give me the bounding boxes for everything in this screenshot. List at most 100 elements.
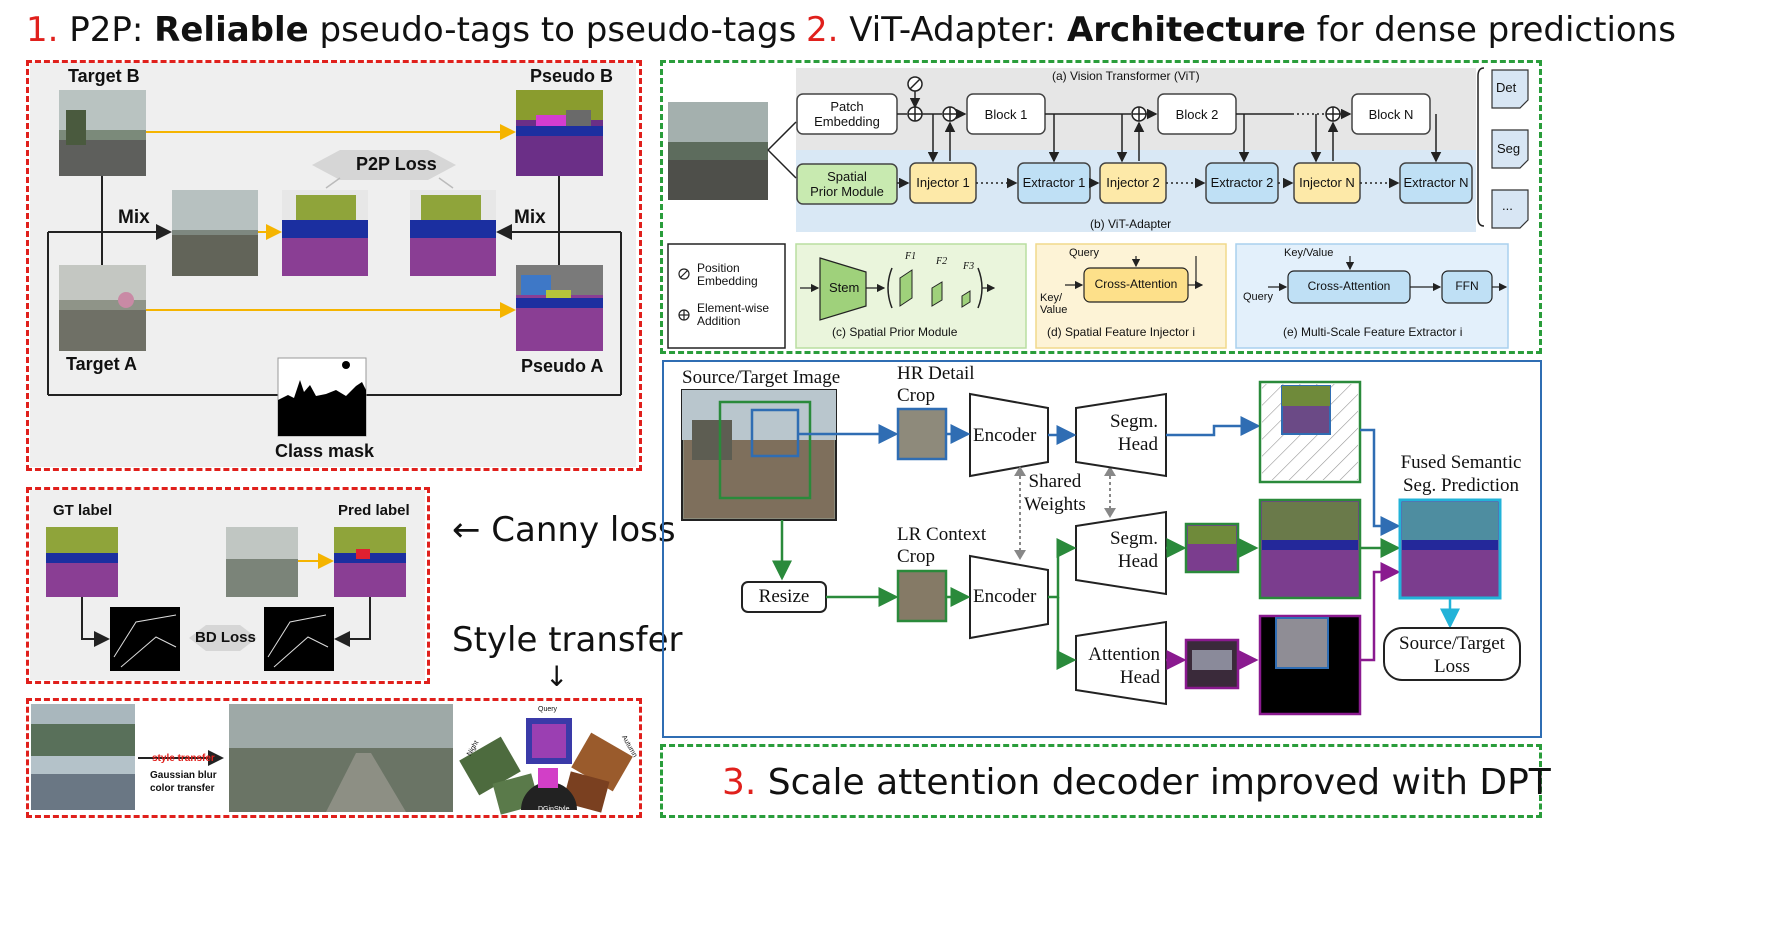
elem-add-line1: Element-wise bbox=[697, 301, 770, 315]
det-label: Det bbox=[1496, 80, 1517, 95]
p2p-loss-shape bbox=[312, 150, 456, 180]
mixed-seg-left bbox=[282, 190, 368, 276]
ext-caption: (e) Multi-Scale Feature Extractor i bbox=[1283, 325, 1463, 339]
adapter-label: (b) ViT-Adapter bbox=[1090, 217, 1172, 231]
dots-label: ... bbox=[1502, 198, 1513, 213]
spm-line1: Spatial bbox=[827, 169, 867, 184]
f2-label: F2 bbox=[936, 256, 948, 267]
decoder-diagram bbox=[681, 380, 1521, 716]
class-mask-image bbox=[277, 357, 367, 437]
block2-label: Block 2 bbox=[1175, 107, 1219, 122]
section1-title-pre: P2P: bbox=[58, 10, 155, 50]
inj-cross-attention-label: Cross-Attention bbox=[1094, 277, 1178, 291]
section2-number: 2. bbox=[806, 10, 839, 50]
stem-shape bbox=[819, 257, 867, 321]
color-transfer-label: color transfer bbox=[150, 783, 215, 794]
blockn-label: Block N bbox=[1368, 107, 1414, 122]
canny-diagram bbox=[46, 527, 406, 671]
pred-label-title: Pred label bbox=[338, 502, 410, 519]
lr-crop-line2: Crop bbox=[897, 546, 935, 567]
patch-line1: Patch bbox=[830, 99, 864, 114]
elem-add-line2: Addition bbox=[697, 314, 741, 328]
section3-caption-panel bbox=[660, 744, 1542, 818]
mixed-seg-right bbox=[410, 190, 496, 276]
inj-caption: (d) Spatial Feature Injector i bbox=[1047, 325, 1196, 339]
encoder-bottom-label: Encoder bbox=[973, 586, 1037, 607]
injector1-label: Injector 1 bbox=[916, 175, 970, 190]
section3-number: 3. bbox=[722, 762, 757, 803]
encoder-top-shape bbox=[969, 392, 1049, 478]
encoder-top-label: Encoder bbox=[973, 425, 1037, 446]
section1-title-bold: Reliable bbox=[154, 10, 309, 50]
inj-key-label: Key/ Value bbox=[1040, 292, 1067, 316]
patch-embedding-label: Patch Embedding bbox=[797, 99, 897, 129]
attention-head-shape bbox=[1075, 620, 1167, 706]
dgin-mini-label: DGinStyle bbox=[538, 806, 570, 813]
pseudo-a-label: Pseudo A bbox=[521, 356, 604, 376]
inj-query-label: Query bbox=[1069, 247, 1099, 259]
source-image-label: Source/Target Image bbox=[682, 367, 841, 388]
resize-label: Resize bbox=[758, 586, 810, 607]
hr-crop-line2: Crop bbox=[897, 385, 935, 406]
class-mask-label: Class mask bbox=[275, 441, 375, 461]
target-a-label: Target A bbox=[66, 354, 138, 374]
fused-label: Fused Semantic Seg. Prediction bbox=[1388, 451, 1534, 497]
segm-top-line1: Segm. bbox=[1109, 411, 1158, 432]
pseudo-a-image bbox=[516, 265, 603, 351]
f1-label: F1 bbox=[905, 251, 917, 262]
pred-label-image bbox=[334, 527, 406, 597]
spm-line2: Prior Module bbox=[810, 184, 884, 199]
section2-title: 2. ViT-Adapter: Architecture for dense p… bbox=[806, 10, 1676, 50]
extractorn-box bbox=[1399, 162, 1473, 204]
inj-key-line1: Key/ bbox=[1040, 292, 1063, 304]
encoder-bottom-shape bbox=[969, 554, 1049, 640]
extractor1-label: Extractor 1 bbox=[1022, 175, 1086, 190]
segm-head-top-label: Segm. Head bbox=[1098, 410, 1158, 456]
ext-key-label: Key/Value bbox=[1284, 247, 1334, 259]
bd-loss-label: BD Loss bbox=[195, 629, 256, 646]
mix-right-label: Mix bbox=[514, 207, 546, 228]
style-transfer-caption: Style transfer bbox=[452, 620, 683, 660]
output-docs bbox=[1491, 69, 1529, 229]
loss-label: Source/Target Loss bbox=[1384, 632, 1520, 678]
hr-crop-label: HR Detail Crop bbox=[897, 363, 975, 407]
segm-bottom-line1: Segm. bbox=[1109, 528, 1158, 549]
block1-label: Block 1 bbox=[984, 107, 1028, 122]
mix-left-label: Mix bbox=[118, 207, 150, 228]
p2p-panel bbox=[26, 60, 642, 471]
gaussian-label: Gaussian blur bbox=[150, 770, 217, 781]
extractor2-label: Extractor 2 bbox=[1210, 175, 1274, 190]
injectorn-label: Injector N bbox=[1299, 175, 1355, 190]
input-image bbox=[226, 527, 298, 597]
stem-label: Stem bbox=[829, 280, 860, 295]
vit-adapter-diagram bbox=[667, 67, 1529, 349]
section2-title-pre: ViT-Adapter: bbox=[838, 10, 1067, 50]
seg-label: Seg bbox=[1497, 141, 1521, 156]
mixed-image bbox=[172, 190, 258, 276]
blockn-box bbox=[1351, 93, 1431, 135]
source-style-images bbox=[31, 704, 135, 810]
hr-crop-line1: HR Detail bbox=[897, 363, 975, 384]
lr-crop-line1: LR Context bbox=[897, 524, 987, 545]
pos-emb-line1: Position bbox=[697, 261, 740, 275]
gt-edge-image bbox=[110, 607, 180, 671]
pos-emb-label: Position Embedding bbox=[697, 262, 758, 288]
loss-box bbox=[1383, 627, 1521, 681]
pos-emb-line2: Embedding bbox=[697, 274, 758, 288]
loss-line2: Loss bbox=[1434, 656, 1470, 677]
f3-label: F3 bbox=[963, 261, 975, 272]
inj-key-line2: Value bbox=[1040, 304, 1068, 316]
section3-title: 3. Scale attention decoder improved with… bbox=[722, 762, 1551, 803]
ext-cross-attention-label: Cross-Attention bbox=[1307, 279, 1391, 293]
elem-add-label: Element-wise Addition bbox=[697, 302, 769, 328]
section3-text: Scale attention decoder improved with DP… bbox=[756, 762, 1551, 803]
diffusion-style-icons bbox=[459, 718, 633, 815]
style-panel bbox=[26, 698, 642, 818]
injector2-label: Injector 2 bbox=[1106, 175, 1160, 190]
segm-head-bottom-shape bbox=[1075, 510, 1167, 596]
vit-label: (a) Vision Transformer (ViT) bbox=[1052, 69, 1200, 83]
attention-line2: Head bbox=[1119, 667, 1160, 688]
extractorn-label: Extractor N bbox=[1403, 175, 1469, 190]
section1-title-post: pseudo-tags to pseudo-tags bbox=[308, 10, 797, 50]
legend-box bbox=[667, 243, 786, 349]
